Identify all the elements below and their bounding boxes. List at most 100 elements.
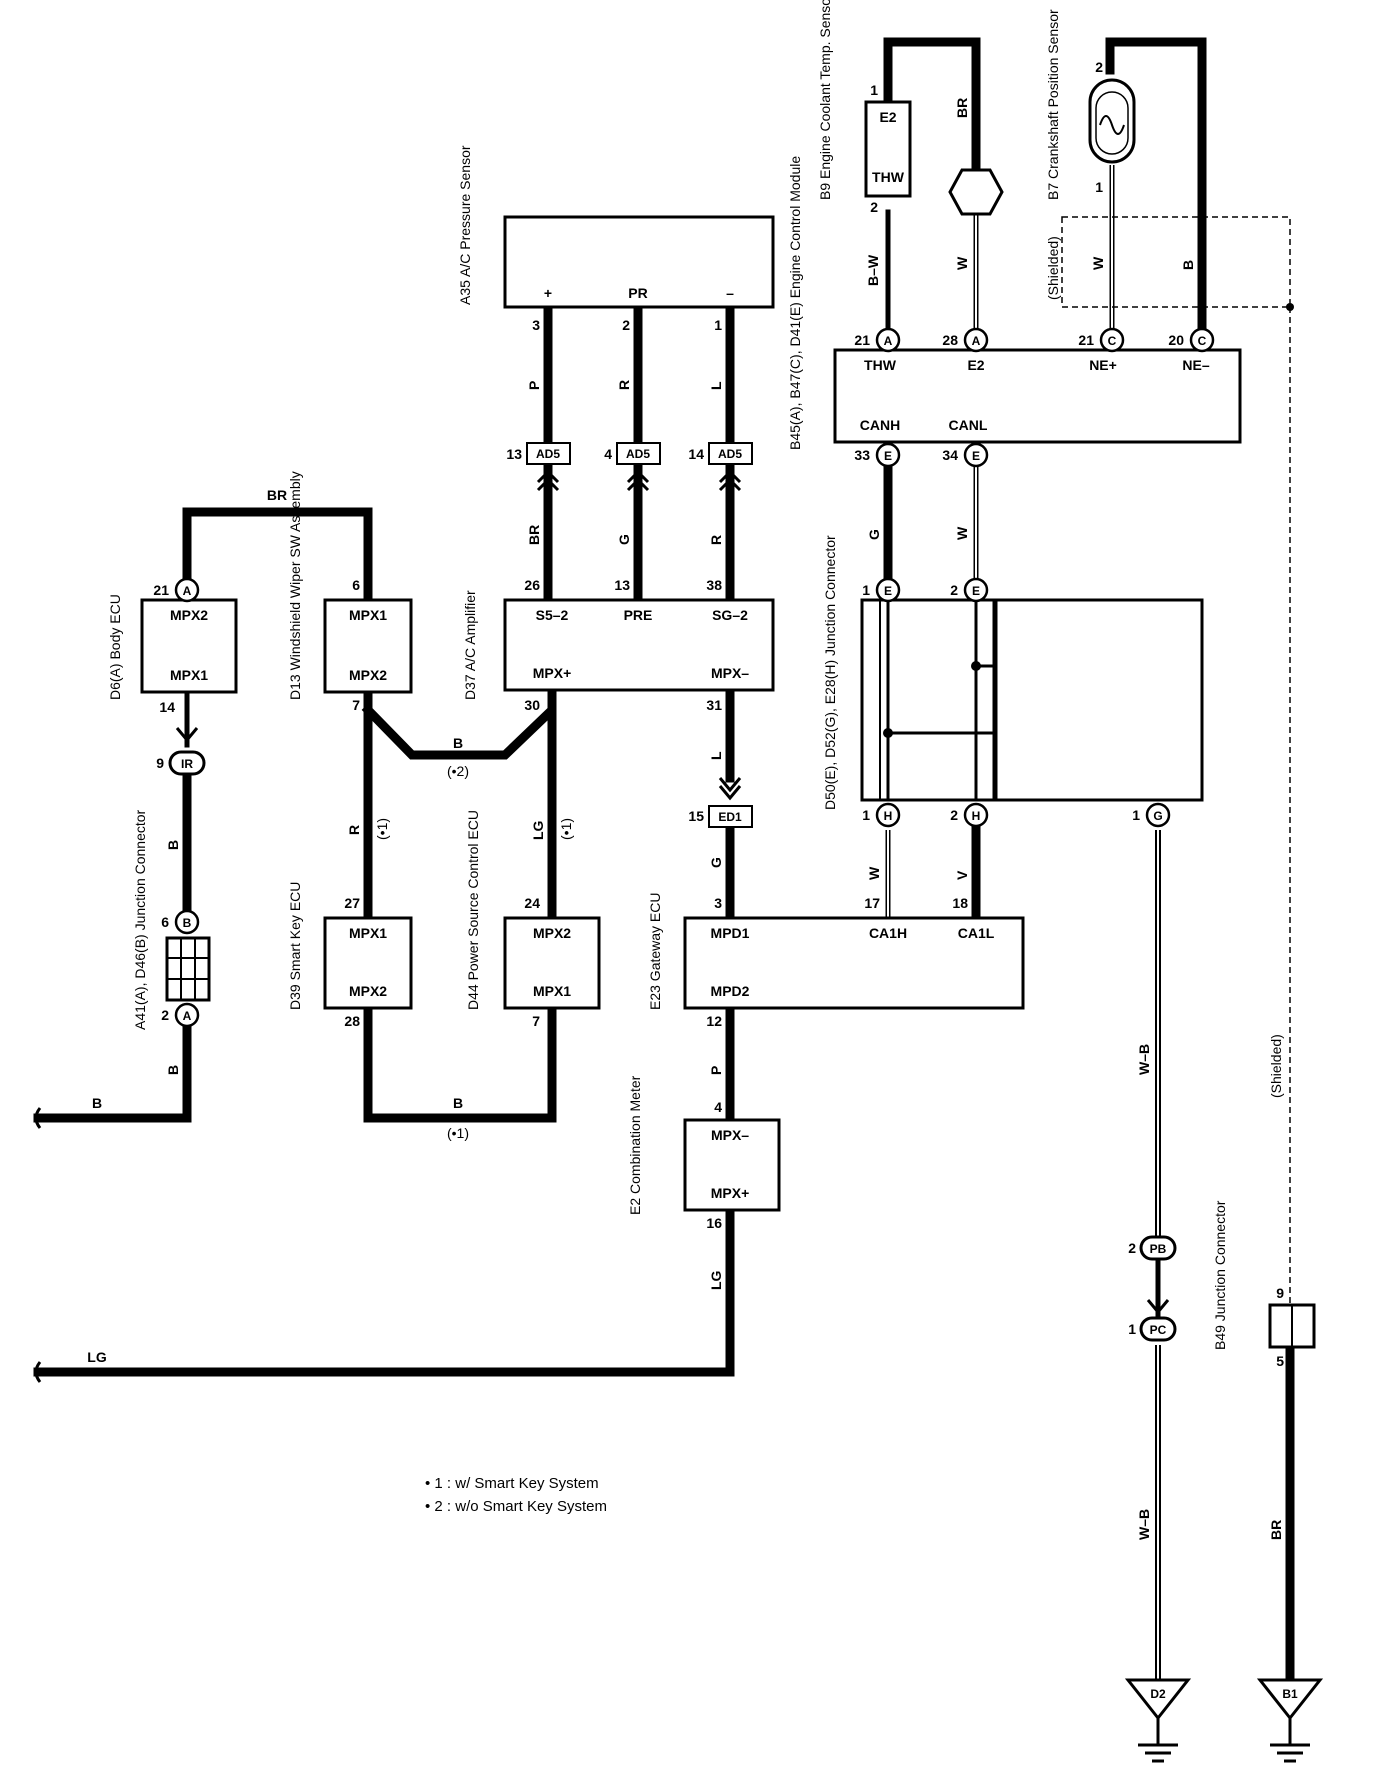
svg-text:26: 26 bbox=[524, 577, 540, 593]
ecm-canl: CANL bbox=[949, 417, 988, 433]
svg-text:21: 21 bbox=[153, 582, 169, 598]
d44-mpx2: MPX2 bbox=[533, 925, 571, 941]
svg-text:A: A bbox=[884, 334, 893, 348]
svg-text:7: 7 bbox=[532, 1013, 540, 1029]
svg-text:17: 17 bbox=[864, 895, 880, 911]
b9-pin-e2: E2 bbox=[879, 109, 896, 125]
svg-text:B: B bbox=[183, 916, 192, 930]
a41-label: A41(A), D46(B) Junction Connector bbox=[132, 809, 148, 1030]
svg-text:2: 2 bbox=[161, 1007, 169, 1023]
ecm-thw: THW bbox=[864, 357, 897, 373]
svg-text:9: 9 bbox=[156, 755, 164, 771]
hex-sensor-icon bbox=[948, 168, 1004, 216]
svg-text:1: 1 bbox=[870, 82, 878, 98]
svg-text:9: 9 bbox=[1276, 1285, 1284, 1301]
d37-sg-2: SG–2 bbox=[712, 607, 748, 623]
svg-text:2: 2 bbox=[1128, 1240, 1136, 1256]
b9-label: B9 Engine Coolant Temp. Sensor bbox=[817, 0, 833, 200]
svg-text:2: 2 bbox=[950, 807, 958, 823]
pb-label: PB bbox=[1150, 1242, 1167, 1256]
wire-label-b-a41: B bbox=[165, 1065, 181, 1075]
wire-label-br-mid: BR bbox=[526, 525, 542, 545]
b7-label: B7 Crankshaft Position Sensor bbox=[1045, 9, 1061, 200]
ad5-2: AD5 bbox=[626, 447, 650, 461]
wire-b-d39-d44 bbox=[363, 1002, 557, 1123]
svg-text:1: 1 bbox=[1128, 1321, 1136, 1337]
d37-mpx-minus: MPX– bbox=[711, 665, 749, 681]
note-1-bottom: (•1) bbox=[447, 1125, 469, 1141]
svg-text:28: 28 bbox=[344, 1013, 360, 1029]
svg-text:31: 31 bbox=[706, 697, 722, 713]
legend-line-1: • 1 : w/ Smart Key System bbox=[425, 1475, 599, 1492]
wire-b-b7-loop bbox=[1105, 37, 1207, 345]
wire-label-bw: B–W bbox=[865, 254, 881, 286]
a35-label: A35 A/C Pressure Sensor bbox=[457, 145, 473, 305]
wire-br-b9-loop bbox=[883, 37, 981, 169]
wire-label-b-d39: B bbox=[453, 1095, 463, 1111]
d44-mpx1: MPX1 bbox=[533, 983, 571, 999]
ground-d2-label: D2 bbox=[1150, 1687, 1166, 1701]
wire-label-w-e2: W bbox=[954, 256, 970, 270]
a41-junction-connector: B A A41(A), D46(B) Junction Connector bbox=[132, 809, 211, 1030]
svg-text:16: 16 bbox=[706, 1215, 722, 1231]
shield-box bbox=[1061, 216, 1291, 308]
ir-connector: IR bbox=[168, 750, 206, 776]
d6-mpx2: MPX2 bbox=[170, 607, 208, 623]
svg-text:18: 18 bbox=[952, 895, 968, 911]
b49-label: B49 Junction Connector bbox=[1212, 1200, 1228, 1350]
d13-mpx2: MPX2 bbox=[349, 667, 387, 683]
a35-pin-minus: – bbox=[726, 285, 734, 301]
e23-mpd1: MPD1 bbox=[711, 925, 750, 941]
svg-text:2: 2 bbox=[622, 317, 630, 333]
svg-text:14: 14 bbox=[159, 699, 175, 715]
svg-text:1: 1 bbox=[862, 582, 870, 598]
svg-text:13: 13 bbox=[506, 446, 522, 462]
svg-text:21: 21 bbox=[854, 332, 870, 348]
d6-body-ecu: MPX2 MPX1 D6(A) Body ECU bbox=[107, 594, 238, 700]
d13-label: D13 Windshield Wiper SW Assembly bbox=[287, 471, 303, 700]
e23-label: E23 Gateway ECU bbox=[647, 893, 663, 1011]
wire-label-wb-bottom: W–B bbox=[1136, 1509, 1152, 1540]
wire-label-wb-top: W–B bbox=[1136, 1044, 1152, 1075]
legend-line-2: • 2 : w/o Smart Key System bbox=[425, 1498, 607, 1515]
d13-mpx1: MPX1 bbox=[349, 607, 387, 623]
ad5-1: AD5 bbox=[536, 447, 560, 461]
note-2-mid: (•2) bbox=[447, 763, 469, 779]
d44-power-source-control-ecu: MPX2 MPX1 D44 Power Source Control ECU bbox=[465, 810, 601, 1010]
svg-text:4: 4 bbox=[714, 1099, 722, 1115]
ecm-canh: CANH bbox=[860, 417, 900, 433]
svg-text:3: 3 bbox=[714, 895, 722, 911]
svg-text:E: E bbox=[972, 584, 980, 598]
d37-mpx-plus: MPX+ bbox=[533, 665, 572, 681]
d39-mpx1: MPX1 bbox=[349, 925, 387, 941]
ground-b1-label: B1 bbox=[1282, 1687, 1298, 1701]
d37-label: D37 A/C Amplifier bbox=[462, 590, 478, 700]
jc1-label: D50(E), D52(G), E28(H) Junction Connecto… bbox=[822, 535, 838, 810]
svg-text:27: 27 bbox=[344, 895, 360, 911]
wire-b-ground bbox=[33, 1020, 192, 1123]
wire-label-lg-meter: LG bbox=[708, 1270, 724, 1290]
a35-pin-plus: + bbox=[544, 285, 552, 301]
note-1-left: (•1) bbox=[374, 818, 390, 840]
ecm-ne-plus: NE+ bbox=[1089, 357, 1117, 373]
d13-windshield-wiper-sw: MPX1 MPX2 D13 Windshield Wiper SW Assemb… bbox=[287, 471, 413, 700]
svg-text:14: 14 bbox=[688, 446, 704, 462]
svg-text:20: 20 bbox=[1168, 332, 1184, 348]
wire-label-lg-ground: LG bbox=[87, 1349, 107, 1365]
a35-pin-pr: PR bbox=[628, 285, 647, 301]
d37-pre: PRE bbox=[624, 607, 653, 623]
e2-label: E2 Combination Meter bbox=[627, 1075, 643, 1215]
svg-text:6: 6 bbox=[352, 577, 360, 593]
wire-label-b-nosmart: B bbox=[453, 735, 463, 751]
wire-label-g-canh: G bbox=[866, 529, 882, 540]
svg-text:2: 2 bbox=[950, 582, 958, 598]
wire-label-br-top: BR bbox=[267, 487, 287, 503]
svg-text:34: 34 bbox=[942, 447, 958, 463]
pc-connector: PC bbox=[1139, 1316, 1177, 1342]
wire-label-b-ir: B bbox=[165, 840, 181, 850]
svg-text:1: 1 bbox=[862, 807, 870, 823]
ground-d2: D2 bbox=[1124, 1678, 1192, 1763]
svg-text:3: 3 bbox=[532, 317, 540, 333]
ed1-connector: ED1 bbox=[708, 805, 753, 828]
